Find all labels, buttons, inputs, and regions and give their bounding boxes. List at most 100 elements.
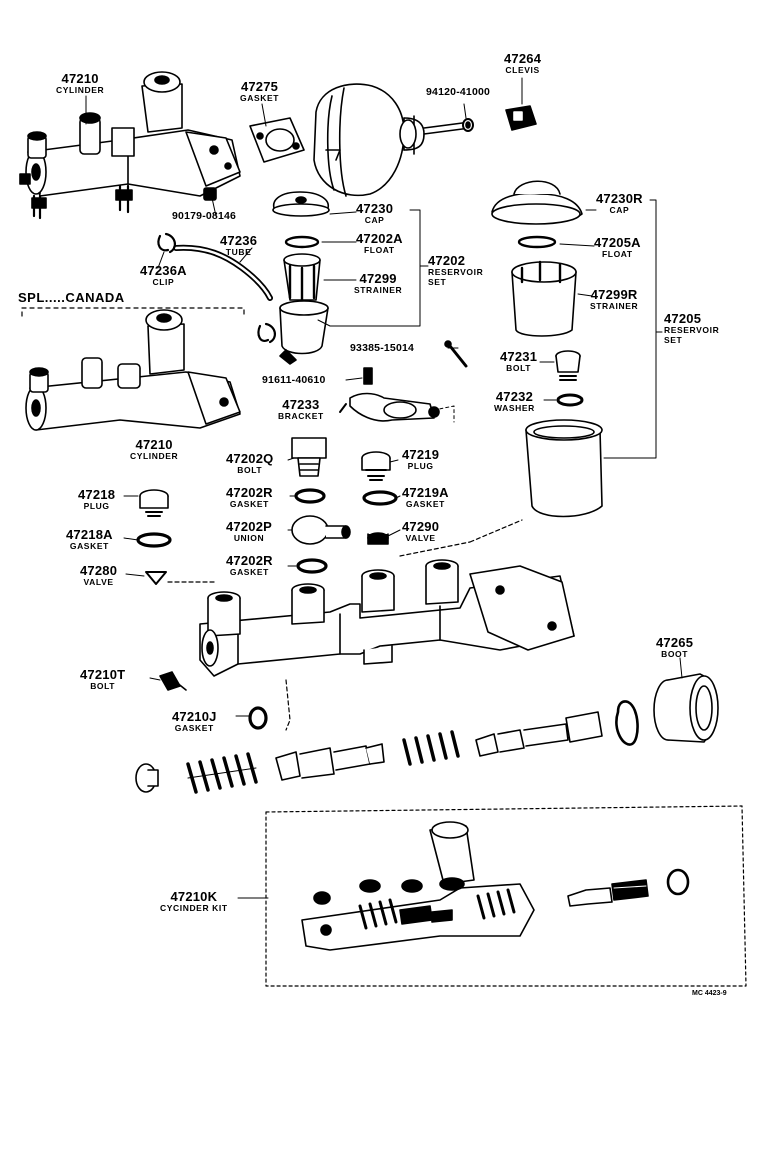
part-number: 47202P [226, 519, 273, 534]
part-number: 47218 [78, 487, 116, 502]
part-name: CAP [609, 205, 630, 215]
part-number: 47205 [664, 311, 702, 326]
part-number: 47210 [135, 437, 173, 452]
part-name: STRAINER [354, 285, 403, 295]
part-number: 47230 [356, 201, 394, 216]
master-cylinder-canada-illustration [25, 309, 241, 431]
part-name: TUBE [225, 247, 252, 257]
part-number: 47236 [220, 233, 258, 248]
part-number: 47236A [140, 263, 187, 278]
label-47264: 47264 CLEVIS [504, 52, 541, 75]
spl-canada-note: SPL.....CANADA [18, 290, 125, 305]
label-47275: 47275 GASKET [240, 80, 279, 103]
part-number: 47202R [226, 485, 273, 500]
label-47230R: 47230R CAP [596, 192, 643, 215]
part-name: GASKET [240, 93, 280, 103]
label-47205A: 47205A FLOAT [594, 236, 641, 259]
part-number: 47210T [80, 667, 126, 682]
part-name-line1: RESERVOIR [428, 267, 484, 277]
part-name: FLOAT [364, 245, 395, 255]
label-47233: 47233 BRACKET [278, 398, 324, 421]
part-name: CLEVIS [505, 65, 540, 75]
bolt-47202Q-illustration [291, 437, 327, 477]
label-47299: 47299 STRAINER [354, 272, 402, 295]
label-47265: 47265 BOOT [656, 636, 693, 659]
nut-94120-illustration [462, 118, 474, 132]
part-number: 47202R [226, 553, 273, 568]
part-name: GASKET [405, 499, 445, 509]
bolt-47231-illustration [555, 350, 581, 381]
gasket-47202R-b-illustration [296, 558, 328, 574]
label-47232: 47232 WASHER [494, 390, 535, 413]
label-47210-top: 47210 CYLINDER [56, 72, 104, 95]
part-number: 47219 [402, 447, 440, 462]
part-name: BOLT [237, 465, 263, 475]
part-name-line1: RESERVOIR [664, 325, 720, 335]
label-47205: 47205 RESERVOIR SET [664, 312, 719, 344]
label-47210J: 47210J GASKET [172, 710, 217, 733]
reservoir-47205-illustration [491, 180, 603, 518]
part-number: 47218A [66, 527, 113, 542]
label-47236A: 47236A CLIP [140, 264, 187, 287]
part-number: 47280 [80, 563, 118, 578]
label-91611: 91611-40610 [262, 374, 326, 386]
part-name-line2: SET [664, 334, 683, 345]
part-number: 47230R [596, 191, 643, 206]
reservoir-47202-illustration [272, 191, 330, 365]
part-number: 47290 [402, 519, 440, 534]
gasket-47275-illustration [249, 117, 305, 163]
piston-assembly-illustration [135, 711, 603, 794]
label-90179: 90179-08146 [172, 210, 237, 222]
label-47202: 47202 RESERVOIR SET [428, 254, 483, 286]
label-47219A: 47219A GASKET [402, 486, 449, 509]
part-name: GASKET [69, 541, 109, 551]
union-47202P-illustration [291, 515, 351, 545]
part-name: GASKET [229, 499, 269, 509]
label-47236: 47236 TUBE [220, 234, 257, 257]
part-name: CYLINDER [130, 451, 179, 461]
part-number: 47299 [359, 271, 397, 286]
label-47280: 47280 VALVE [80, 564, 117, 587]
part-number: 47265 [656, 635, 694, 650]
label-47210K: 47210K CYCINDER KIT [160, 890, 228, 913]
part-name: CLIP [152, 277, 175, 287]
part-number: 47210J [172, 709, 217, 724]
tube-47236-illustration [157, 232, 276, 344]
gasket-47210J-illustration [248, 706, 268, 730]
part-name: UNION [233, 533, 265, 543]
part-name: VALVE [83, 577, 114, 587]
part-name: BOOT [661, 649, 689, 659]
part-name: STRAINER [590, 301, 639, 311]
bolt-91611-illustration [363, 367, 373, 385]
part-number: 47231 [500, 349, 538, 364]
washer-47232-illustration [556, 393, 584, 407]
label-47231: 47231 BOLT [500, 350, 537, 373]
label-47202P: 47202P UNION [226, 520, 272, 543]
label-93385: 93385-15014 [350, 342, 415, 354]
master-cylinder-body-illustration [199, 559, 575, 677]
label-47219: 47219 PLUG [402, 448, 439, 471]
label-47202R-a: 47202R GASKET [226, 486, 273, 509]
label-47202Q: 47202Q BOLT [226, 452, 273, 475]
part-number: 47233 [282, 397, 320, 412]
part-name: VALVE [405, 533, 436, 543]
master-cylinder-top-illustration [19, 71, 241, 220]
part-name: CYLINDER [56, 85, 105, 95]
gasket-47218A-illustration [136, 532, 172, 548]
part-name: WASHER [494, 403, 535, 413]
part-number: 47202A [356, 231, 403, 246]
spl-canada-bracket [21, 307, 245, 319]
plug-47219-illustration [361, 451, 391, 481]
clevis-47264-illustration [505, 105, 537, 131]
part-number: 47264 [504, 51, 542, 66]
cylinder-kit-illustration [301, 821, 690, 951]
cylinder-kit-frame [265, 805, 747, 987]
part-name-line2: SET [428, 276, 447, 287]
part-number: 47202Q [226, 451, 274, 466]
label-47202R-b: 47202R GASKET [226, 554, 273, 577]
part-name: GASKET [229, 567, 269, 577]
screw-93385-illustration [444, 340, 468, 368]
nut-90179-illustration [203, 187, 217, 201]
part-name: BOLT [506, 363, 532, 373]
